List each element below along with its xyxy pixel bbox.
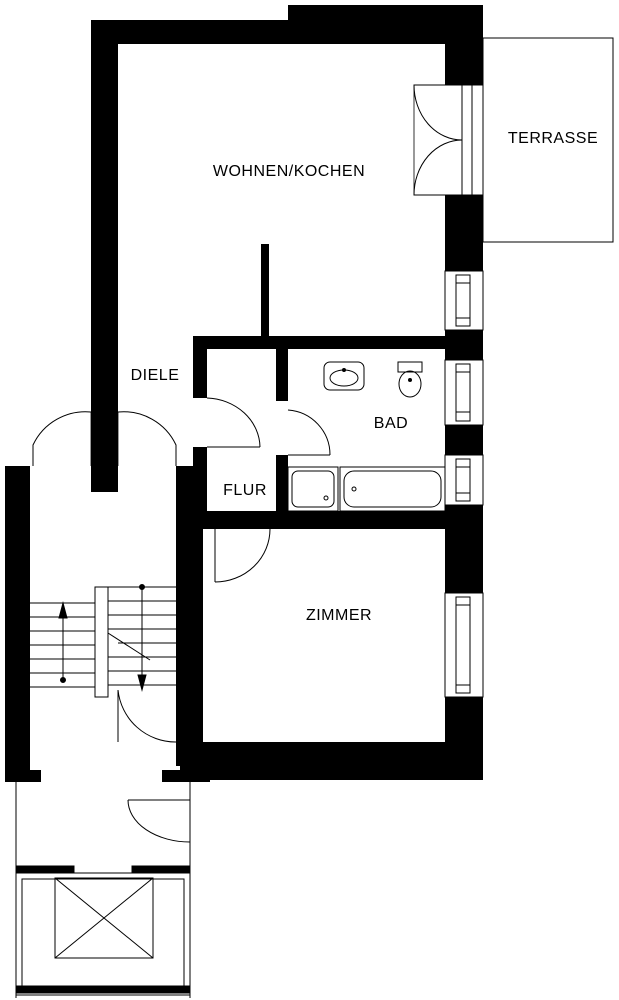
wall-stair-left [5, 466, 30, 771]
label-diele: DIELE [131, 367, 180, 384]
label-bad: BAD [374, 415, 408, 432]
label-zimmer: ZIMMER [306, 607, 372, 624]
wall-right-4 [445, 425, 483, 455]
label-wohnen-kochen: WOHNEN/KOCHEN [213, 163, 365, 180]
label-flur: FLUR [223, 482, 267, 499]
window-zimmer [444, 592, 484, 698]
wall-right-2 [445, 195, 483, 271]
entrance-bar-left [15, 865, 75, 874]
window-living-terrace [461, 84, 484, 196]
window-bad-1 [444, 359, 484, 426]
wall-bad-left-upper [193, 336, 207, 398]
staircase [30, 584, 176, 698]
wall-zimmer-bottom [180, 742, 483, 780]
stair-banister [94, 586, 109, 698]
wall-stair-right [176, 466, 201, 766]
door-stair-inner [117, 689, 177, 743]
wall-bad-top [193, 336, 453, 349]
wall-bad-left-lower [276, 455, 288, 523]
lightwell-bottom-bar [15, 985, 191, 994]
wall-bad-top-inner [276, 336, 288, 401]
windows [444, 84, 484, 698]
stair-arrow-up [58, 601, 68, 683]
shower-tray-icon [287, 466, 339, 512]
wall-stair-top-right [176, 466, 202, 492]
lightwell-inner-frame [21, 878, 185, 990]
wall-bad-bottom [193, 511, 483, 529]
door-zimmer [214, 528, 271, 583]
room-labels: WOHNEN/KOCHEN TERRASSE DIELE BAD FLUR ZI… [131, 130, 598, 624]
stair-arrow-down [137, 584, 147, 692]
entrance-bar-right [131, 865, 191, 874]
wall-left-pillar [91, 412, 118, 492]
lightwell [54, 877, 154, 959]
wall-left-living [91, 20, 118, 412]
label-terrasse: TERRASSE [508, 130, 598, 147]
bathtub-icon [339, 466, 446, 512]
entrance-area [15, 782, 191, 998]
door-flur-diele [206, 397, 261, 448]
wall-top-left [91, 20, 291, 44]
wall-stair-left-foot [5, 770, 41, 782]
washbasin-icon [323, 361, 365, 391]
window-living [444, 270, 484, 331]
doors [32, 84, 463, 843]
door-bad [287, 409, 331, 456]
wall-right-1 [445, 20, 483, 85]
toilet-icon [397, 361, 423, 398]
door-lower [127, 799, 191, 843]
wall-stair-right-foot [162, 770, 210, 782]
bathroom-fixtures [287, 361, 446, 512]
door-entrance [32, 411, 177, 466]
walls [5, 5, 483, 782]
window-bad-2 [444, 454, 484, 506]
wall-living-partition [261, 244, 269, 336]
door-terrace [413, 84, 463, 196]
lightwell-frame [15, 872, 191, 996]
